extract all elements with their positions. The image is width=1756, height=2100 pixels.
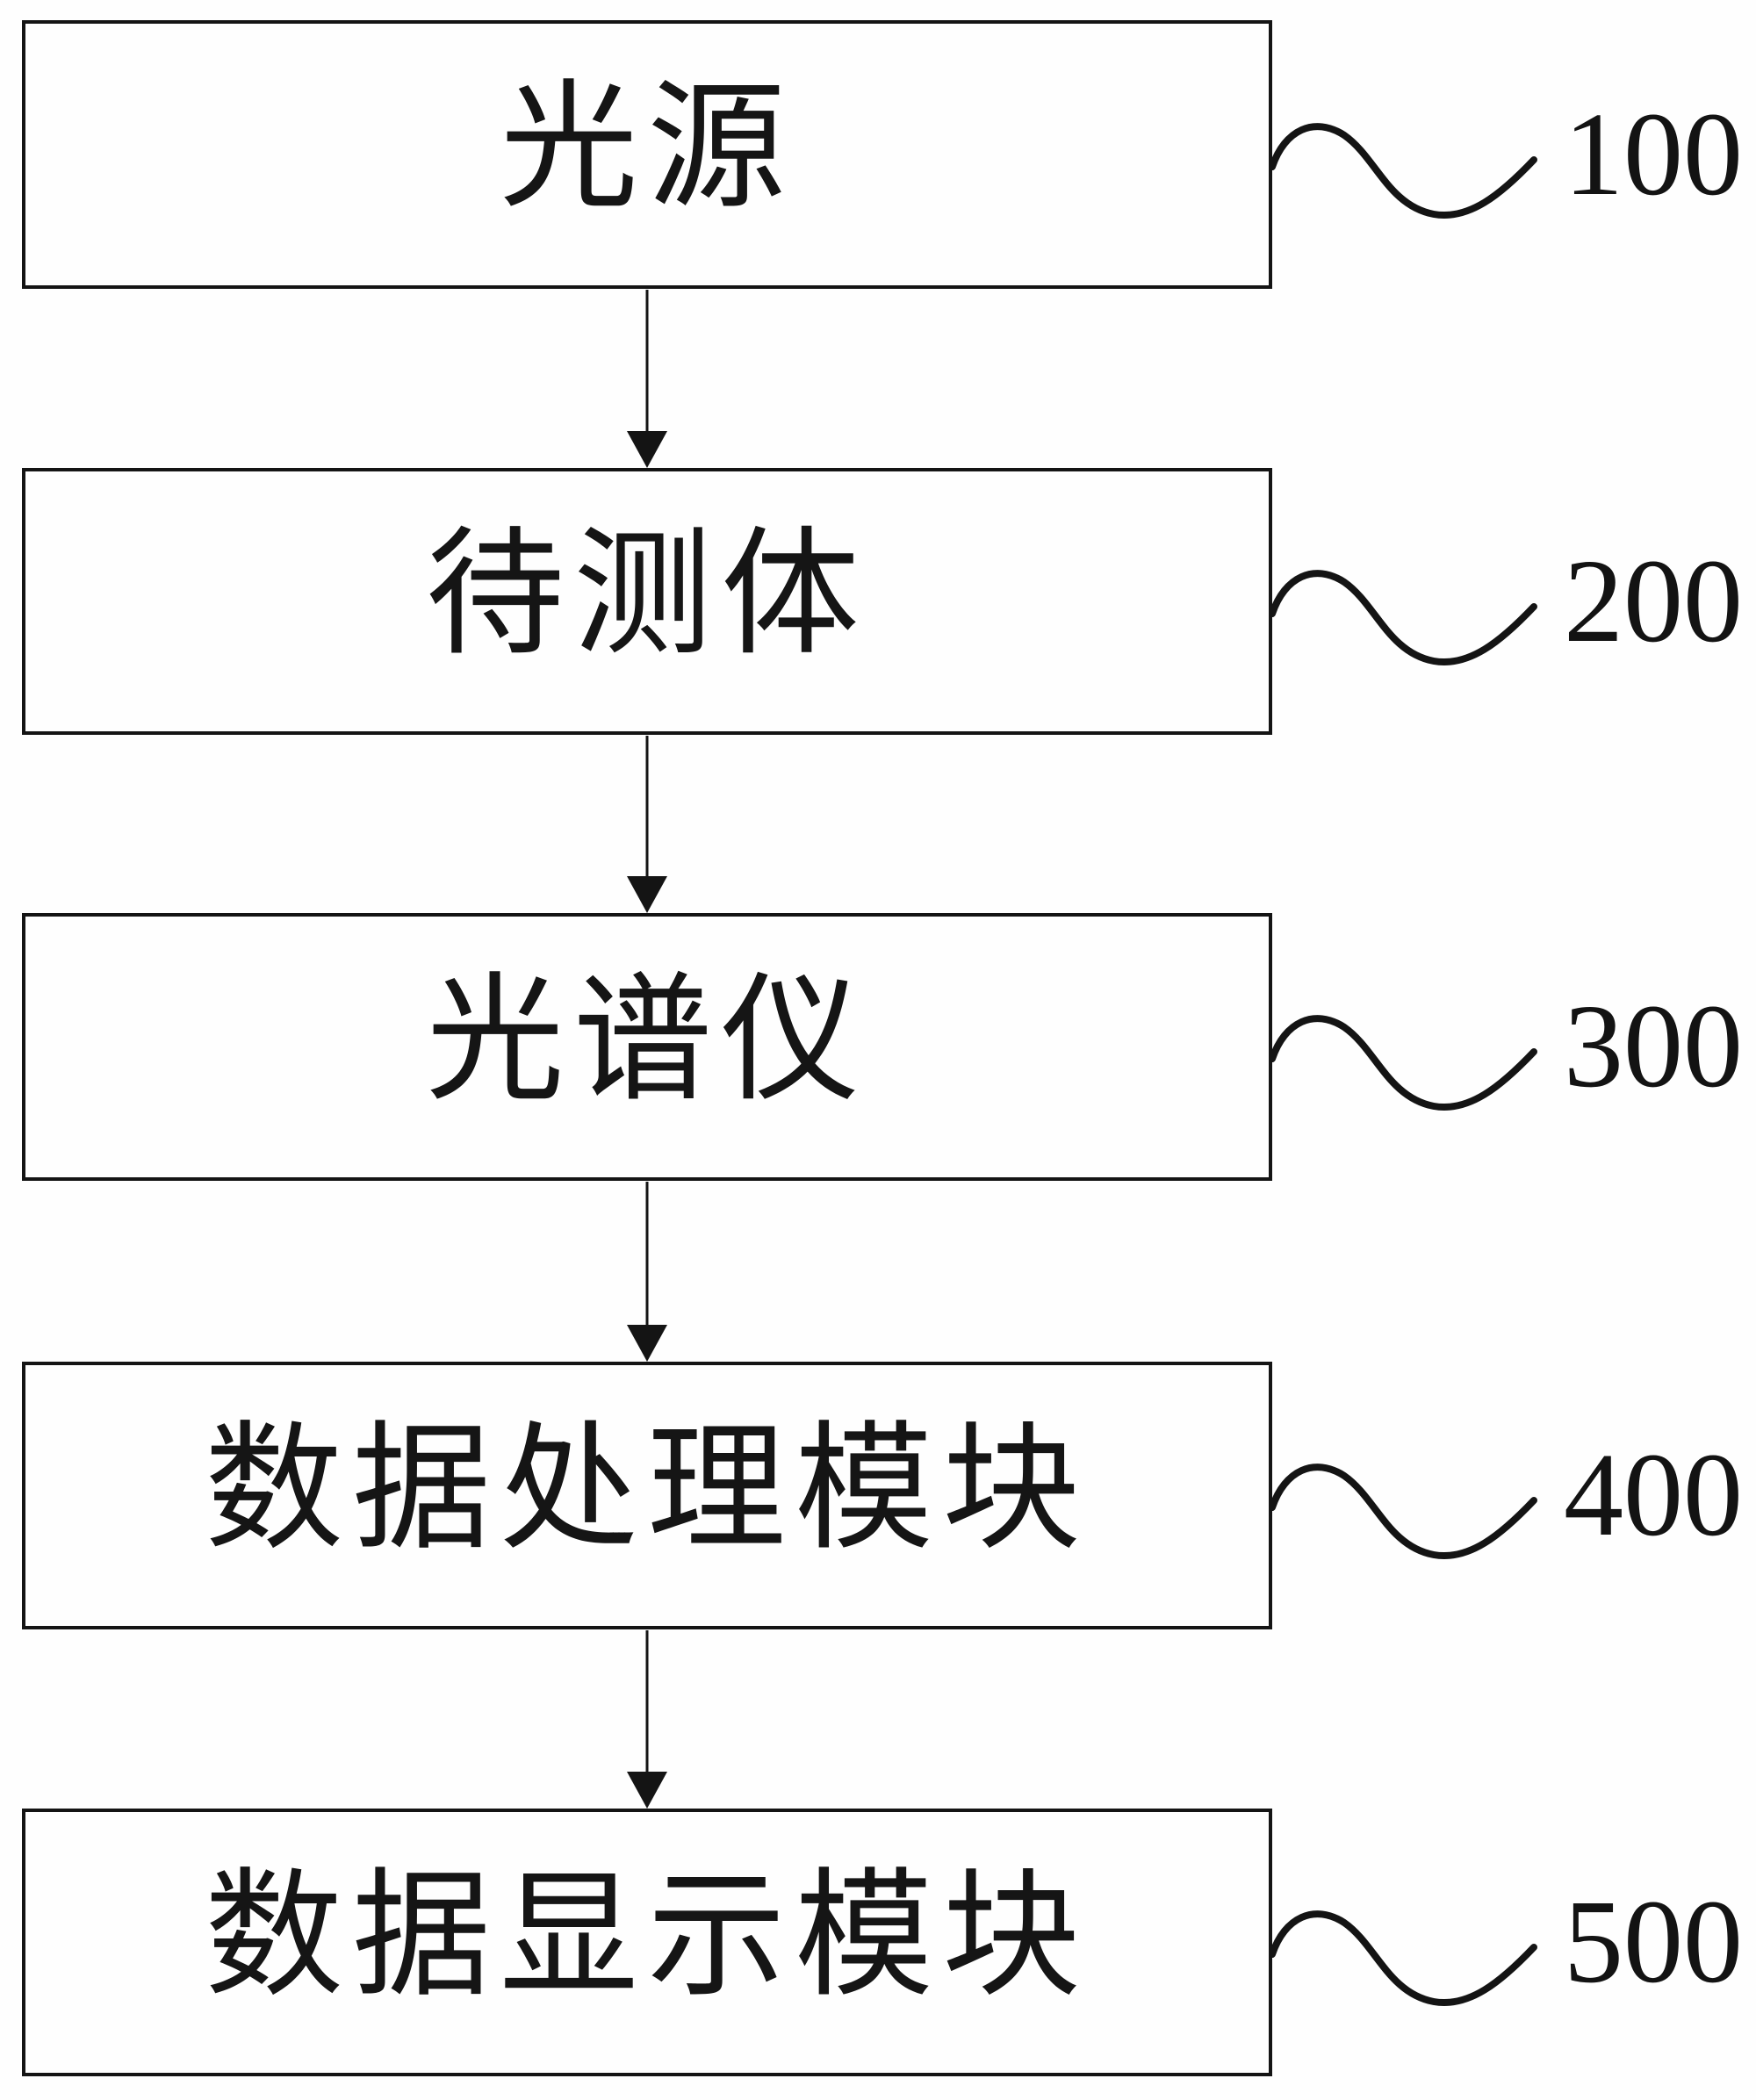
arrow-4 [627,1630,667,1809]
flow-box-object-under-test: 待测体 [22,468,1272,735]
arrow-2 [627,736,667,913]
leader-squiggle-100 [1269,123,1537,219]
leader-squiggle-400 [1269,1464,1537,1560]
flow-box-data-display-module: 数据显示模块 [22,1809,1272,2076]
arrow-1 [627,290,667,468]
flow-box-light-source: 光源 [22,20,1272,289]
box-label-data-display-module: 数据显示模块 [205,1859,1090,2014]
ref-number-100: 100 [1564,89,1743,220]
arrow-3 [627,1182,667,1362]
flow-box-data-processing-module: 数据处理模块 [22,1362,1272,1629]
box-label-data-processing-module: 数据处理模块 [205,1413,1090,1567]
ref-number-400: 400 [1564,1429,1743,1561]
ref-number-300: 300 [1564,981,1743,1112]
flow-box-spectrometer: 光谱仪 [22,913,1272,1181]
box-label-spectrometer: 光谱仪 [426,964,868,1118]
box-label-object-under-test: 待测体 [426,519,868,672]
leader-squiggle-300 [1269,1015,1537,1111]
leader-squiggle-200 [1269,570,1537,666]
leader-squiggle-500 [1269,1910,1537,2007]
ref-number-200: 200 [1564,536,1743,667]
ref-number-500: 500 [1564,1876,1743,2008]
box-label-light-source: 光源 [500,72,795,226]
